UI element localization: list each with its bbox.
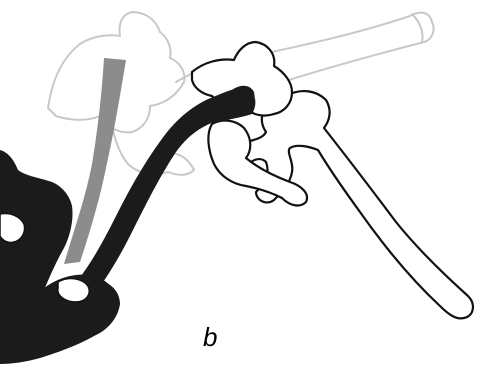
background-bone-end [412,14,423,42]
foreground-bones [192,42,473,318]
panel-label: b [203,322,217,353]
long-bone-shaft [238,91,473,318]
accent-lower-oval [58,279,90,302]
